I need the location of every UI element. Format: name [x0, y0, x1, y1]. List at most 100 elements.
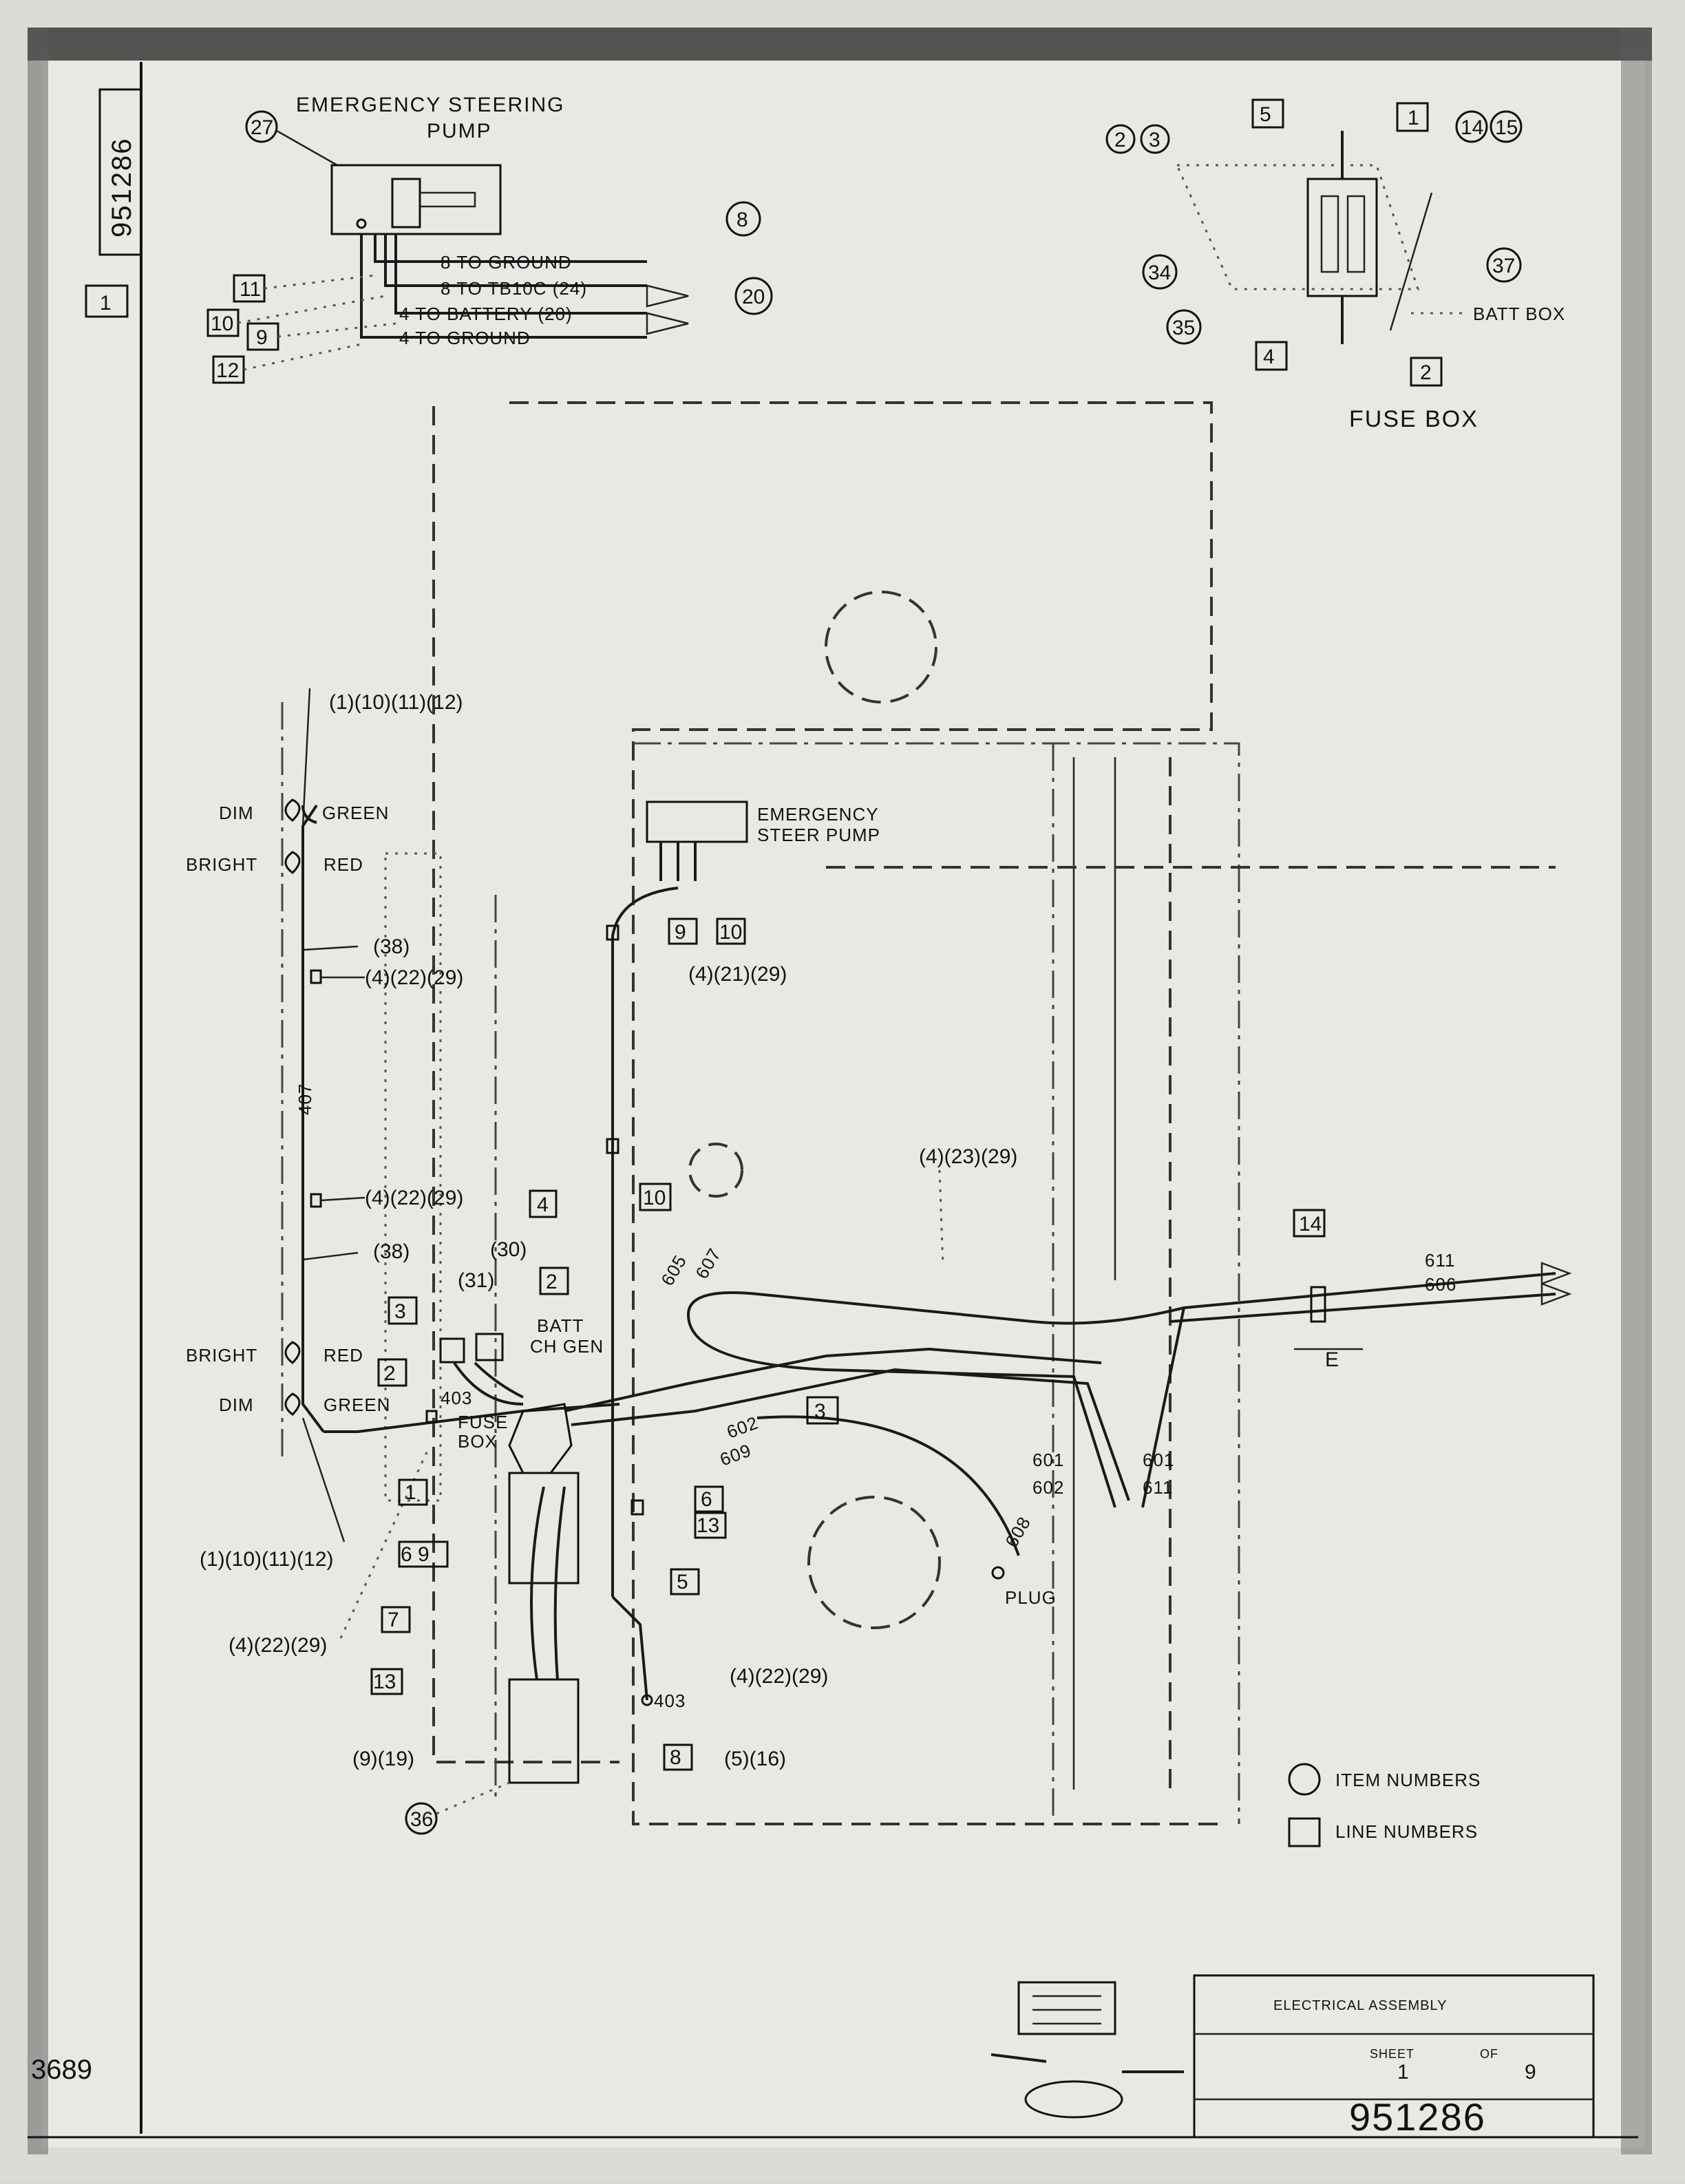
of-label: OF: [1480, 2047, 1498, 2061]
esp-label-2: STEER PUMP: [757, 825, 880, 845]
svg-text:36: 36: [410, 1808, 433, 1831]
fb-item-35: 35: [1172, 317, 1195, 339]
fb-item-37: 37: [1492, 255, 1515, 277]
battery: [508, 1678, 580, 1784]
svg-text:6: 6: [701, 1488, 712, 1511]
title-block-title: ELECTRICAL ASSEMBLY: [1273, 1998, 1447, 2013]
pump-wire-1: 8 TO GROUND: [441, 252, 572, 273]
svg-text:602: 602: [1032, 1477, 1064, 1498]
drawing-number: 951286: [1349, 2095, 1486, 2139]
dim-label-top: DIM: [219, 803, 254, 823]
lamp-item-38-b: (38): [373, 1240, 410, 1263]
svg-text:2: 2: [546, 1271, 558, 1293]
green-label-bottom: GREEN: [324, 1395, 390, 1415]
pump-wire-3: 4 TO BATTERY (20): [399, 304, 573, 324]
line-12: 12: [216, 359, 239, 382]
svg-text:5: 5: [677, 1571, 688, 1593]
svg-text:9: 9: [675, 921, 686, 944]
emergency-steer-pump-box: [646, 801, 748, 843]
bright-label-bottom: BRIGHT: [186, 1345, 257, 1366]
central-items-e: (9)(19): [352, 1748, 414, 1770]
svg-text:611: 611: [1425, 1250, 1455, 1271]
svg-text:3: 3: [394, 1300, 406, 1323]
svg-text:13: 13: [373, 1671, 396, 1693]
line-10: 10: [211, 312, 233, 335]
e-label: E: [1325, 1348, 1340, 1371]
svg-text:7: 7: [388, 1609, 399, 1631]
green-label-top: GREEN: [322, 803, 389, 823]
svg-text:(30): (30): [490, 1238, 527, 1261]
svg-text:13: 13: [697, 1514, 719, 1537]
side-ref: 1: [100, 292, 112, 315]
svg-text:10: 10: [719, 921, 742, 944]
fb-line-4: 4: [1263, 346, 1275, 368]
svg-text:606: 606: [1425, 1274, 1456, 1295]
plug-label: PLUG: [1005, 1587, 1057, 1608]
emergency-pump-body: [330, 164, 502, 235]
fuse-box-label-1: FUSE: [458, 1412, 508, 1432]
item-27: 27: [251, 116, 273, 139]
central-items-b: (4)(23)(29): [919, 1145, 1017, 1168]
svg-text:601: 601: [1143, 1450, 1174, 1470]
lamp-items-b: (4)(22)(29): [365, 1187, 463, 1209]
svg-text:2: 2: [384, 1362, 396, 1385]
logo-stamp: [1017, 1981, 1116, 2035]
lamp-bottom-items-2: (4)(22)(29): [229, 1634, 327, 1657]
legend-line-numbers: LINE NUMBERS: [1335, 1821, 1478, 1842]
central-items-d: (5)(16): [724, 1748, 786, 1770]
svg-text:601: 601: [1032, 1450, 1064, 1470]
fb-line-1: 1: [1408, 107, 1419, 129]
red-label-top: RED: [324, 854, 363, 875]
svg-text:14: 14: [1299, 1213, 1322, 1236]
fb-line-2: 2: [1420, 361, 1432, 384]
batt-ch-gen-2: CH GEN: [530, 1336, 604, 1357]
wire-407: 407: [295, 1083, 315, 1115]
dim-label-bottom: DIM: [219, 1395, 254, 1415]
item-20: 20: [742, 286, 765, 308]
fb-item-34: 34: [1148, 262, 1171, 284]
svg-text:4: 4: [537, 1194, 549, 1216]
central-items-c: (4)(22)(29): [730, 1665, 828, 1688]
lamp-items-a: (4)(22)(29): [365, 966, 463, 989]
svg-text:611: 611: [1143, 1477, 1173, 1498]
bright-label-top: BRIGHT: [186, 854, 257, 875]
svg-text:8: 8: [670, 1746, 681, 1769]
svg-text:3: 3: [814, 1400, 826, 1423]
svg-text:(31): (31): [458, 1269, 494, 1292]
margin-mark: 3689: [31, 2055, 92, 2085]
esp-label-1: EMERGENCY: [757, 804, 879, 825]
lamp-bottom-items: (1)(10)(11)(12): [200, 1548, 334, 1571]
sheet-number: 1: [1397, 2061, 1409, 2084]
drawing-number-vertical: 951286: [107, 138, 137, 237]
fb-item-15: 15: [1495, 116, 1518, 139]
item-8: 8: [736, 209, 748, 231]
fb-item-2: 2: [1114, 129, 1126, 151]
legend-item-numbers: ITEM NUMBERS: [1335, 1770, 1481, 1790]
central-items-a: (4)(21)(29): [688, 963, 787, 986]
fb-line-5: 5: [1260, 103, 1271, 126]
emergency-pump-title-2: PUMP: [427, 120, 492, 142]
red-label-bottom: RED: [324, 1345, 363, 1366]
line-9: 9: [256, 326, 268, 349]
pump-wire-4: 4 TO GROUND: [399, 328, 531, 348]
fb-item-14: 14: [1461, 116, 1483, 139]
fuse-box-title: FUSE BOX: [1349, 406, 1479, 432]
sheet-label: SHEET: [1370, 2047, 1414, 2061]
wire-403-left: 403: [441, 1388, 472, 1408]
title-block: [1193, 1974, 1595, 2139]
pump-wire-2: 8 TO TB10C (24): [441, 278, 587, 299]
svg-text:10: 10: [643, 1187, 666, 1209]
svg-text:6 9: 6 9: [401, 1543, 430, 1566]
line-11: 11: [240, 278, 261, 301]
of-number: 9: [1525, 2061, 1536, 2084]
lamp-top-items: (1)(10)(11)(12): [329, 691, 463, 714]
fb-item-3: 3: [1149, 129, 1161, 151]
wire-403-right: 403: [654, 1690, 686, 1711]
fuse-box-label-2: BOX: [458, 1431, 498, 1452]
batt-ch-gen-1: BATT: [537, 1315, 584, 1336]
lamp-item-38-a: (38): [373, 935, 410, 958]
emergency-pump-title-1: EMERGENCY STEERING: [296, 94, 565, 116]
batt-box-label: BATT BOX: [1473, 304, 1565, 324]
